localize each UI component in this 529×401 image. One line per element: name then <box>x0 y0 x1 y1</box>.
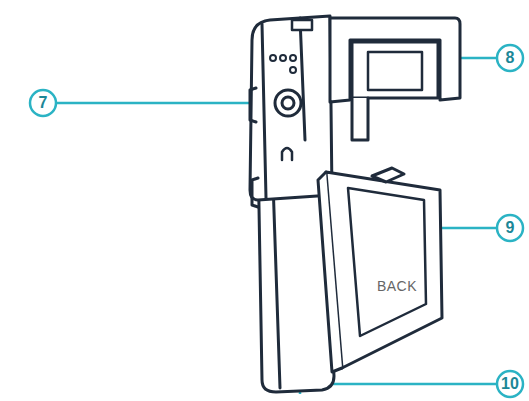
side-port <box>252 178 258 207</box>
callout-number: 10 <box>501 375 519 393</box>
callout-number: 7 <box>39 94 48 112</box>
head-seam <box>300 18 305 140</box>
callout-number: 8 <box>506 49 515 67</box>
mic-hole <box>290 67 296 73</box>
headphone-symbol <box>282 148 292 160</box>
callout-number: 9 <box>506 219 515 237</box>
screen-latch <box>372 168 404 182</box>
callout-circle <box>497 371 523 397</box>
viewfinder-frame <box>352 42 438 98</box>
leader-line <box>456 57 496 60</box>
callout-circle <box>30 90 56 116</box>
viewfinder-arm <box>352 98 368 140</box>
top-button <box>292 20 312 30</box>
record-button-center <box>282 97 294 109</box>
mic-hole <box>280 55 286 61</box>
callout-circles <box>30 45 523 397</box>
leader-lines <box>56 58 496 394</box>
record-button <box>275 90 301 116</box>
screen-panel <box>326 172 442 368</box>
head-edge <box>262 24 266 198</box>
leader-line <box>56 102 276 105</box>
camera-head <box>250 16 332 200</box>
view-label: BACK <box>377 278 417 294</box>
mic-hole <box>290 55 296 61</box>
mic-hole <box>270 55 276 61</box>
callout-circle <box>497 45 523 71</box>
camcorder <box>250 16 460 392</box>
lcd-screen <box>348 188 426 336</box>
viewfinder-window <box>368 52 422 90</box>
screen-panel-edge <box>318 172 342 372</box>
callout-circle <box>497 215 523 241</box>
side-switch <box>250 88 256 122</box>
viewfinder-housing <box>330 18 460 102</box>
